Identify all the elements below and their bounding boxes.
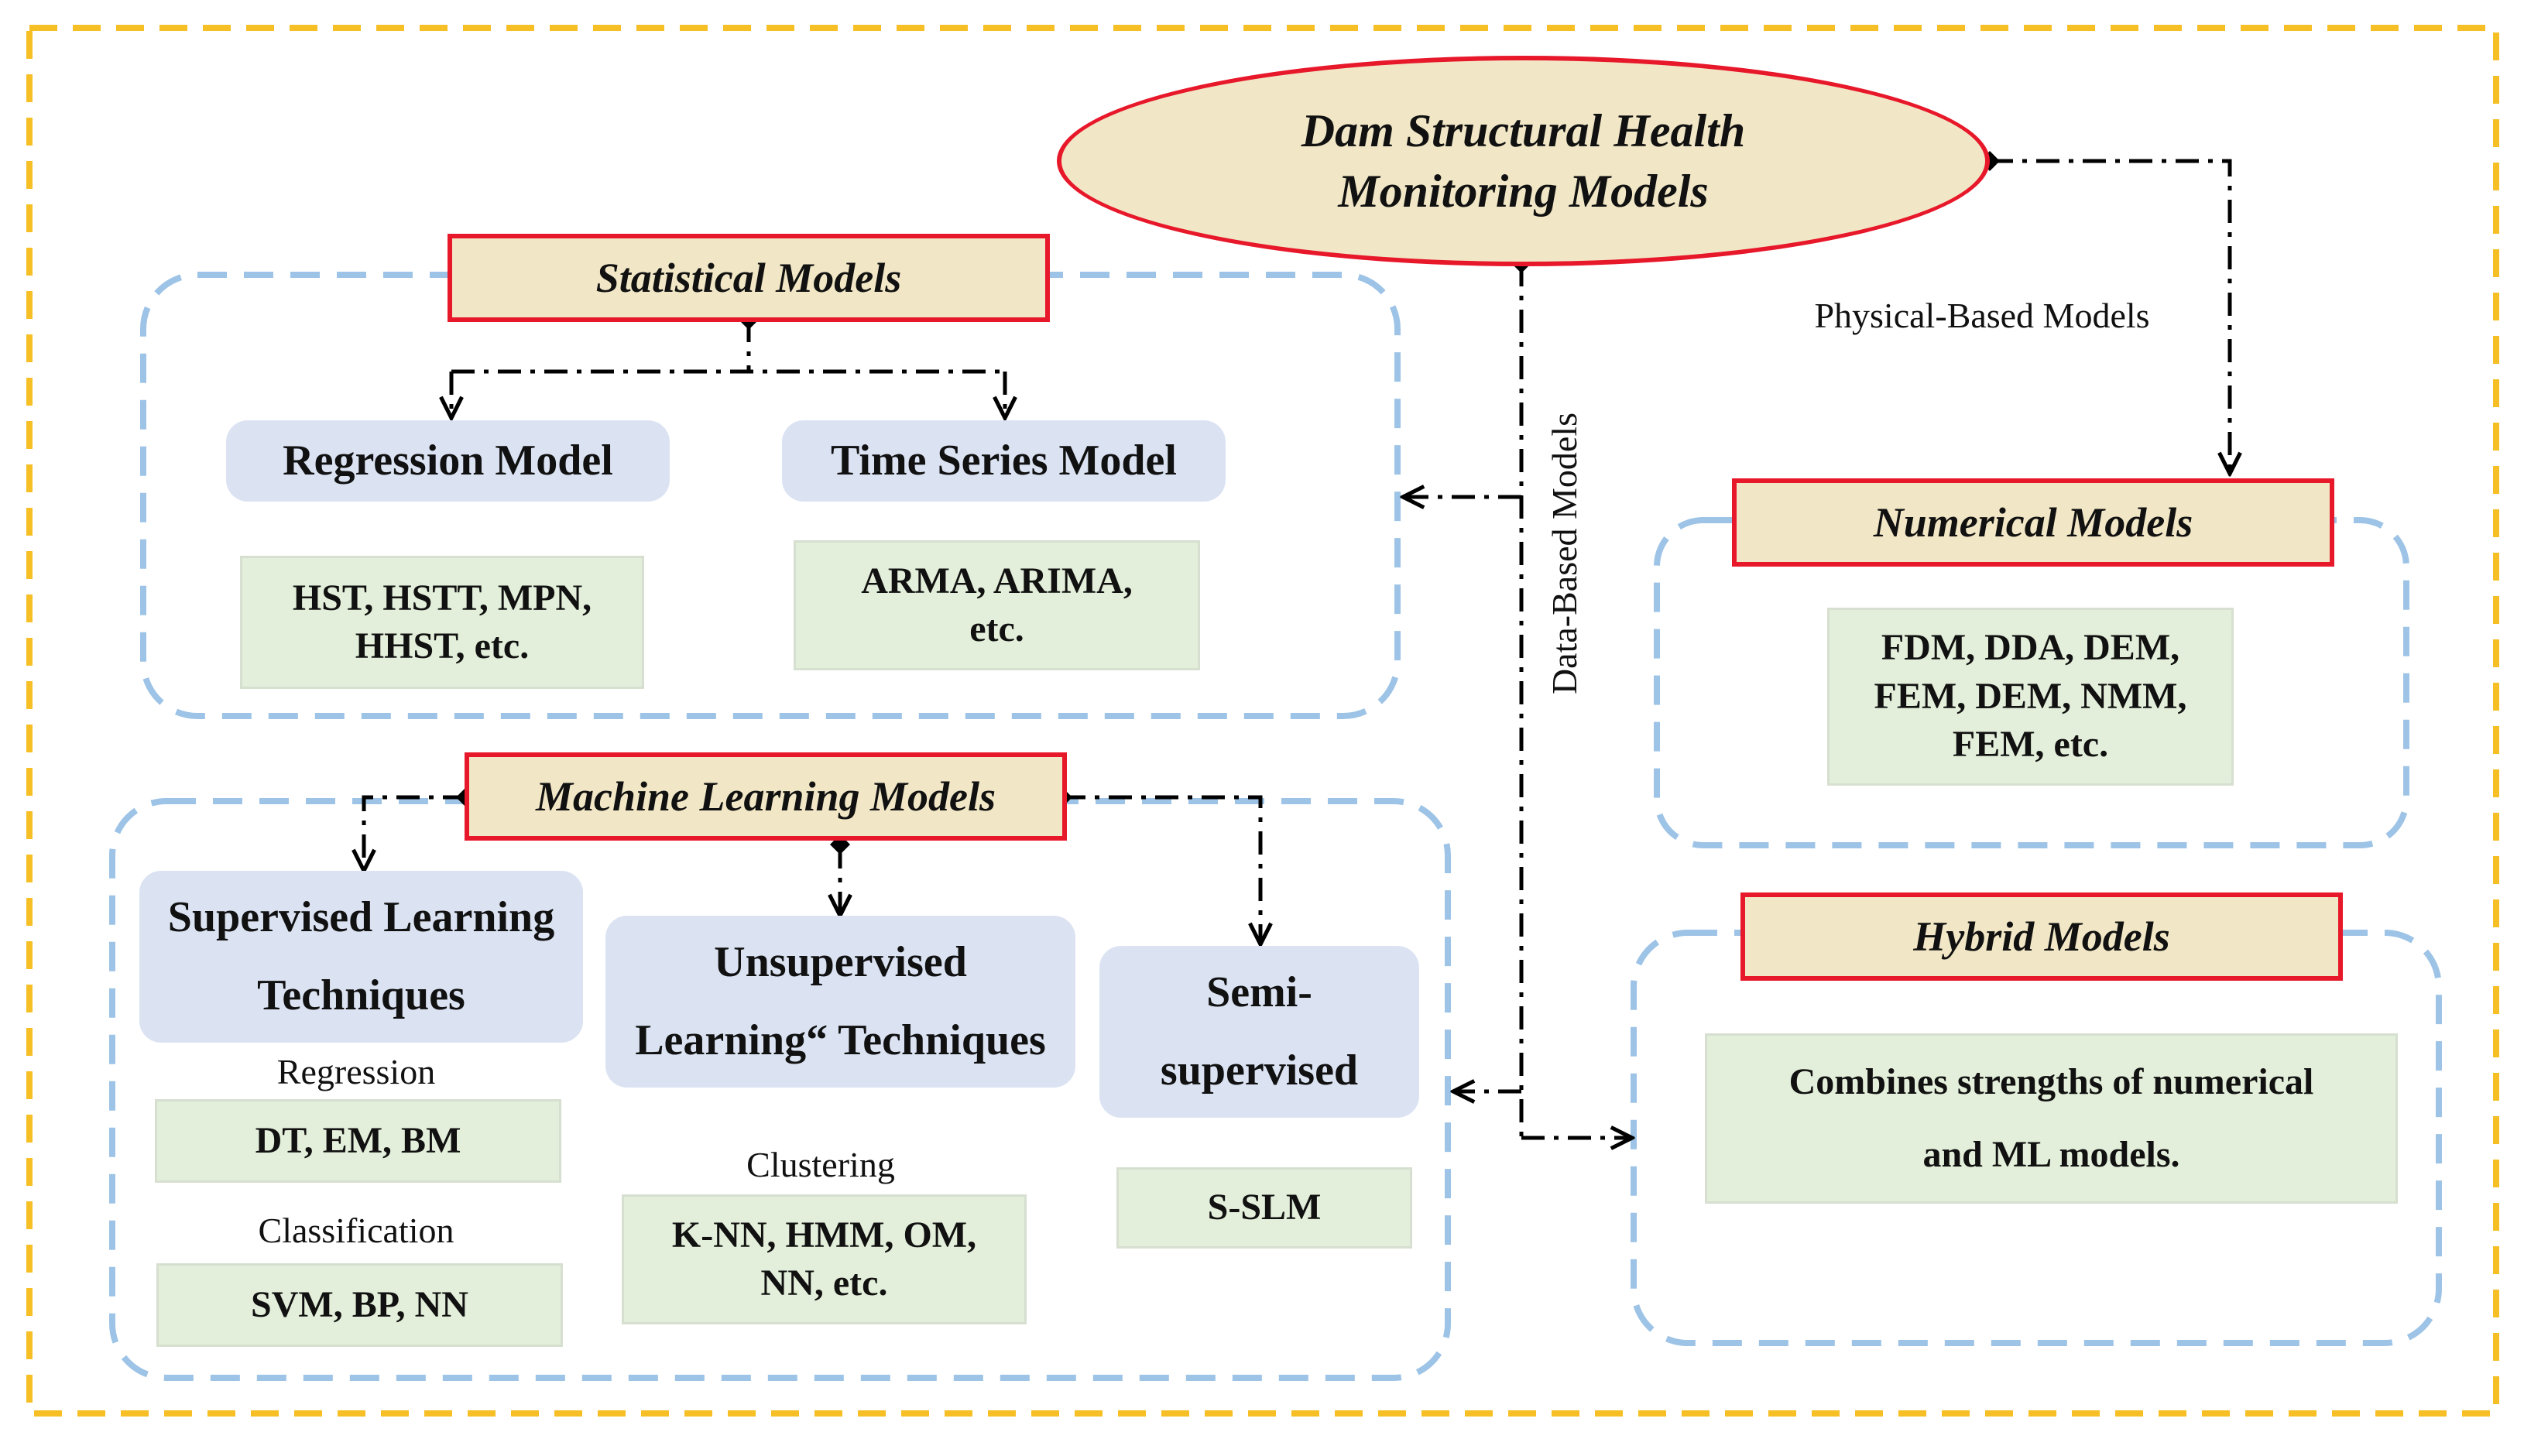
numerical-title: Numerical Models xyxy=(1732,478,2334,567)
root-node: Dam Structural Health Monitoring Models xyxy=(1057,56,1990,266)
regression-methods-line1: HST, HSTT, MPN, xyxy=(292,577,592,618)
unsupervised-node: Unsupervised Learning“ Techniques xyxy=(605,916,1075,1088)
hybrid-description: Combines strengths of numerical and ML m… xyxy=(1705,1033,2398,1204)
numerical-methods-line1: FDM, DDA, DEM, xyxy=(1881,627,2180,669)
semi-supervised-line1: Semi- xyxy=(1206,968,1312,1017)
hybrid-description-line1: Combines strengths of numerical xyxy=(1788,1061,2314,1103)
supervised-classification-label: Classification xyxy=(258,1211,454,1250)
semi-supervised-line2: supervised xyxy=(1160,1047,1359,1095)
outer-frame xyxy=(26,25,2499,1417)
data-branch-label: Data-Based Models xyxy=(1544,412,1584,695)
statistical-split xyxy=(451,319,1005,374)
unsupervised-line1: Unsupervised xyxy=(714,938,967,987)
regression-model-node: Regression Model xyxy=(226,420,670,502)
clustering-methods: K-NN, HMM, OM, NN, etc. xyxy=(622,1194,1027,1324)
physical-branch-line xyxy=(1990,159,2230,474)
semi-supervised-methods: S-SLM xyxy=(1116,1167,1412,1249)
time-series-methods-line1: ARMA, ARIMA, xyxy=(861,560,1133,601)
numerical-methods-line2: FEM, DEM, NMM, xyxy=(1874,675,2187,717)
root-title-line1: Dam Structural Health xyxy=(1301,105,1746,156)
ml-title: Machine Learning Models xyxy=(465,752,1067,841)
root-title-line2: Monitoring Models xyxy=(1338,166,1709,217)
supervised-line1: Supervised Learning xyxy=(167,893,555,942)
clustering-methods-line2: NN, etc. xyxy=(760,1262,888,1304)
time-series-methods-line2: etc. xyxy=(969,608,1024,649)
time-series-model-node: Time Series Model xyxy=(782,420,1226,502)
clustering-label: Clustering xyxy=(746,1145,895,1184)
hybrid-description-line2: and ML models. xyxy=(1922,1134,2180,1175)
regression-methods: HST, HSTT, MPN, HHST, etc. xyxy=(240,556,644,689)
supervised-node: Supervised Learning Techniques xyxy=(139,871,583,1043)
semi-supervised-node: Semi- supervised xyxy=(1099,946,1419,1118)
supervised-classification-methods: SVM, BP, NN xyxy=(156,1263,563,1347)
supervised-line2: Techniques xyxy=(257,971,465,1019)
numerical-methods: FDM, DDA, DEM, FEM, DEM, NMM, FEM, etc. xyxy=(1827,608,2234,786)
unsupervised-line2: Learning“ Techniques xyxy=(635,1016,1046,1064)
supervised-regression-label: Regression xyxy=(276,1052,436,1091)
arrow-to-supervised xyxy=(364,795,466,871)
time-series-methods: ARMA, ARIMA, etc. xyxy=(794,540,1200,670)
supervised-regression-methods: DT, EM, BM xyxy=(155,1099,561,1183)
arrow-to-semi xyxy=(1062,795,1260,944)
regression-methods-line2: HHST, etc. xyxy=(355,625,530,666)
numerical-methods-line3: FEM, etc. xyxy=(1952,724,2109,766)
hybrid-title: Hybrid Models xyxy=(1740,892,2343,981)
clustering-methods-line1: K-NN, HMM, OM, xyxy=(671,1214,977,1256)
statistical-title: Statistical Models xyxy=(448,234,1050,322)
physical-branch-label: Physical-Based Models xyxy=(1814,295,2150,335)
